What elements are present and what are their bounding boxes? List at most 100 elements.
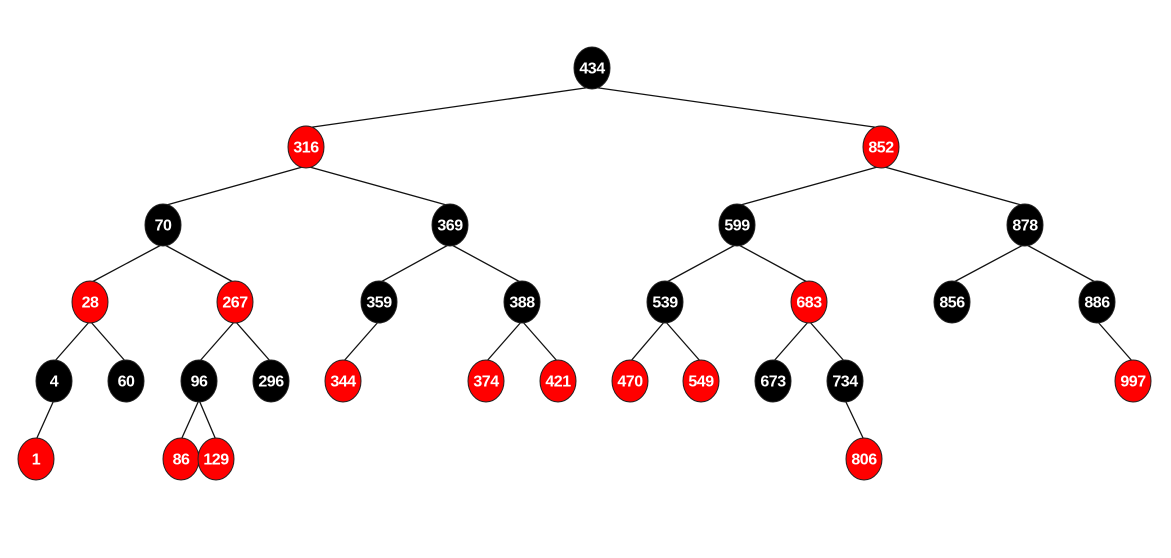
node-circle-black [431, 203, 469, 247]
tree-node-86: 86 [162, 437, 200, 481]
node-circle-red [539, 359, 577, 403]
node-circle-black [252, 359, 290, 403]
tree-node-388: 388 [503, 280, 541, 324]
tree-node-374: 374 [467, 359, 505, 403]
node-circle-red [216, 280, 254, 324]
node-key-label: 806 [851, 452, 877, 469]
tree-node-267: 267 [216, 280, 254, 324]
edge-886-997 [1096, 320, 1134, 363]
edge-96-129 [198, 399, 217, 441]
node-circle-red [287, 125, 325, 169]
edge-734-806 [844, 399, 865, 441]
node-circle-red [845, 437, 883, 481]
tree-node-129: 129 [197, 437, 235, 481]
edge-369-359 [378, 243, 451, 284]
node-circle-red [197, 437, 235, 481]
node-key-label: 734 [832, 374, 858, 391]
edge-28-4 [53, 320, 91, 363]
edge-388-421 [521, 320, 559, 363]
tree-node-886: 886 [1078, 280, 1116, 324]
node-circle-black [35, 359, 73, 403]
edge-28-60 [89, 320, 127, 363]
node-key-label: 296 [258, 374, 284, 391]
tree-node-856: 856 [933, 280, 971, 324]
tree-node-852: 852 [862, 125, 900, 169]
node-circle-black [503, 280, 541, 324]
node-circle-red [467, 359, 505, 403]
node-key-label: 96 [191, 374, 208, 391]
node-key-label: 129 [203, 452, 229, 469]
tree-node-599: 599 [718, 203, 756, 247]
edge-878-886 [1024, 243, 1098, 284]
tree-node-96: 96 [180, 359, 218, 403]
edge-96-86 [180, 399, 200, 441]
node-key-label: 421 [545, 374, 571, 391]
node-circle-red [611, 359, 649, 403]
tree-node-70: 70 [144, 203, 182, 247]
tree-node-673: 673 [754, 359, 792, 403]
node-key-label: 374 [473, 374, 499, 391]
tree-node-28: 28 [71, 280, 109, 324]
node-key-label: 316 [293, 140, 319, 157]
node-key-label: 86 [173, 452, 190, 469]
node-key-label: 434 [579, 61, 605, 78]
tree-node-316: 316 [287, 125, 325, 169]
node-circle-black [754, 359, 792, 403]
node-key-label: 470 [617, 374, 643, 391]
node-key-label: 388 [509, 295, 535, 312]
node-circle-red [682, 359, 720, 403]
tree-node-4: 4 [35, 359, 73, 403]
edge-539-549 [664, 320, 702, 363]
node-circle-black [826, 359, 864, 403]
node-circle-black [573, 46, 611, 90]
node-key-label: 60 [118, 374, 135, 391]
node-circle-red [1114, 359, 1152, 403]
node-key-label: 369 [437, 218, 463, 235]
node-key-label: 878 [1012, 218, 1038, 235]
tree-node-539: 539 [646, 280, 684, 324]
edge-316-369 [305, 165, 451, 207]
tree-node-434: 434 [573, 46, 611, 90]
node-circle-black [360, 280, 398, 324]
edge-70-28 [89, 243, 164, 284]
tree-node-359: 359 [360, 280, 398, 324]
tree-node-1: 1 [17, 437, 55, 481]
tree-node-344: 344 [324, 359, 362, 403]
node-circle-red [862, 125, 900, 169]
edge-539-470 [629, 320, 666, 363]
tree-node-683: 683 [790, 280, 828, 324]
edge-4-1 [35, 399, 55, 441]
edge-683-673 [772, 320, 810, 363]
edge-359-344 [342, 320, 380, 363]
edge-316-70 [162, 165, 307, 207]
node-circle-black [144, 203, 182, 247]
edge-434-852 [591, 86, 882, 129]
edge-852-878 [880, 165, 1026, 207]
edge-369-388 [449, 243, 523, 284]
node-key-label: 599 [724, 218, 750, 235]
edge-267-296 [234, 320, 272, 363]
tree-node-997: 997 [1114, 359, 1152, 403]
edge-852-599 [736, 165, 882, 207]
node-key-label: 683 [796, 295, 822, 312]
tree-node-296: 296 [252, 359, 290, 403]
node-key-label: 4 [50, 374, 59, 391]
edge-599-683 [736, 243, 810, 284]
tree-node-421: 421 [539, 359, 577, 403]
node-key-label: 539 [652, 295, 678, 312]
node-circle-black [107, 359, 145, 403]
tree-edges [35, 86, 1134, 441]
node-key-label: 344 [330, 374, 356, 391]
node-key-label: 359 [366, 295, 392, 312]
node-circle-red [790, 280, 828, 324]
tree-node-470: 470 [611, 359, 649, 403]
node-circle-black [1006, 203, 1044, 247]
node-circle-black [646, 280, 684, 324]
tree-nodes: 434 316 70 28 4 1 60 267 96 86 129 296 369 359 344 388 3… [17, 46, 1152, 481]
node-circle-black [1078, 280, 1116, 324]
node-key-label: 267 [222, 295, 248, 312]
node-circle-black [933, 280, 971, 324]
node-key-label: 856 [939, 295, 965, 312]
node-key-label: 70 [155, 218, 172, 235]
edge-267-96 [198, 320, 236, 363]
